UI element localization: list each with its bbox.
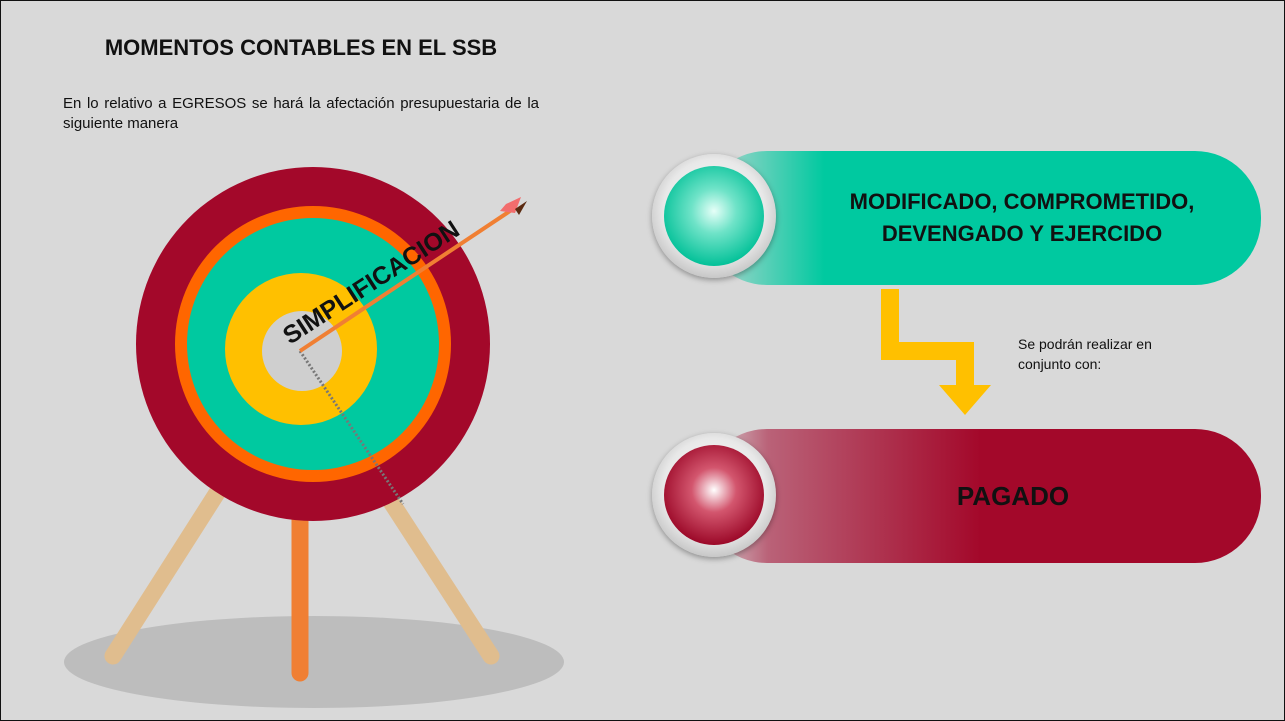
target-illustration: SIMPLIFICACION <box>64 167 564 708</box>
step-label-1: MODIFICADO, COMPROMETIDO, DEVENGADO Y EJ… <box>849 189 1195 246</box>
slide-title: MOMENTOS CONTABLES EN EL SSB <box>104 35 498 60</box>
arrow-shaft <box>298 207 515 353</box>
intro-text: En lo relativo a EGRESOS se hará la afec… <box>63 95 539 132</box>
step-label-2: PAGADO <box>956 480 1070 511</box>
connector-arrow-icon <box>881 289 991 415</box>
step-knob-1 <box>652 154 776 278</box>
connector-note: Se podrán realizar en conjunto con: <box>1018 336 1152 372</box>
arrow-string <box>298 350 405 505</box>
arrow-tip <box>515 201 527 215</box>
step-knob-2 <box>652 433 776 557</box>
ground-shadow <box>64 616 564 708</box>
step-pill-1: MODIFICADO, COMPROMETIDO, DEVENGADO Y EJ… <box>701 151 1261 285</box>
step-pill-2: PAGADO <box>701 429 1261 563</box>
tripod-leg-left <box>104 462 240 665</box>
